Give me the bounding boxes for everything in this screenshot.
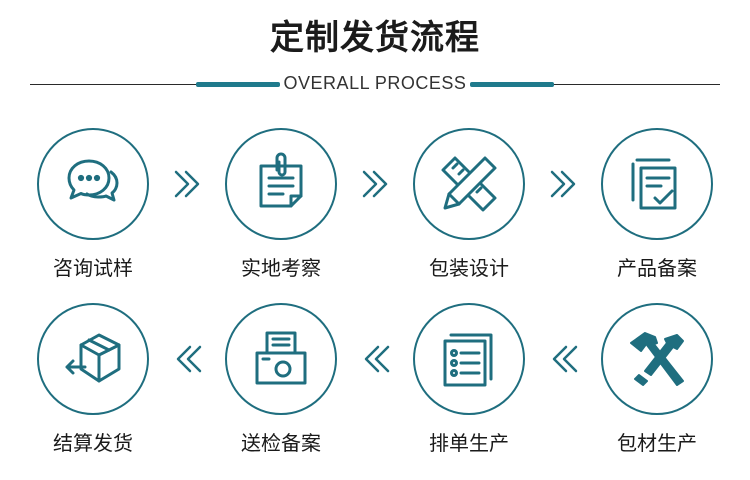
step-inspection-filing[interactable]: 送检备案: [206, 303, 356, 456]
chevron-right-icon: [362, 170, 388, 198]
step-packaging-design[interactable]: 包装设计: [394, 128, 544, 281]
step-site-visit[interactable]: 实地考察: [206, 128, 356, 281]
step-circle: [225, 128, 337, 240]
list-icon: [443, 333, 493, 387]
step-circle: [413, 128, 525, 240]
step-label: 咨询试样: [53, 256, 133, 280]
step-label: 送检备案: [241, 431, 321, 455]
step-circle: [37, 128, 149, 240]
step-label: 包材生产: [617, 431, 697, 455]
box-return-icon: [65, 333, 121, 383]
divider-accent-right: [470, 82, 554, 87]
step-consult-sample[interactable]: 咨询试样: [18, 128, 168, 281]
step-label: 结算发货: [53, 431, 133, 455]
step-label: 包装设计: [429, 256, 509, 280]
chevron-left-icon: [552, 345, 578, 373]
chevron-right-icon: [174, 170, 200, 198]
clipboard-icon: [259, 152, 303, 208]
chat-bubbles-icon: [67, 159, 119, 202]
step-label: 实地考察: [241, 256, 321, 280]
divider-left: [30, 84, 280, 85]
page-title: 定制发货流程: [270, 18, 480, 58]
step-label: 产品备案: [617, 256, 697, 280]
step-circle: [413, 303, 525, 415]
step-circle: [601, 128, 713, 240]
step-product-filing[interactable]: 产品备案: [582, 128, 732, 281]
step-circle: [225, 303, 337, 415]
page-subtitle: OVERALL PROCESS: [283, 73, 467, 93]
step-schedule-production[interactable]: 排单生产: [394, 303, 544, 456]
divider-right: [470, 84, 720, 85]
chevron-left-icon: [364, 345, 390, 373]
printer-icon: [255, 331, 307, 385]
step-material-production[interactable]: 包材生产: [582, 303, 732, 456]
chevron-right-icon: [550, 170, 576, 198]
step-label: 排单生产: [429, 431, 509, 455]
document-check-icon: [631, 158, 677, 210]
pencil-ruler-icon: [441, 156, 497, 212]
chevron-left-icon: [176, 345, 202, 373]
hammer-screwdriver-icon: [630, 332, 684, 386]
step-settle-ship[interactable]: 结算发货: [18, 303, 168, 456]
divider-accent-left: [196, 82, 280, 87]
step-circle: [601, 303, 713, 415]
step-circle: [37, 303, 149, 415]
